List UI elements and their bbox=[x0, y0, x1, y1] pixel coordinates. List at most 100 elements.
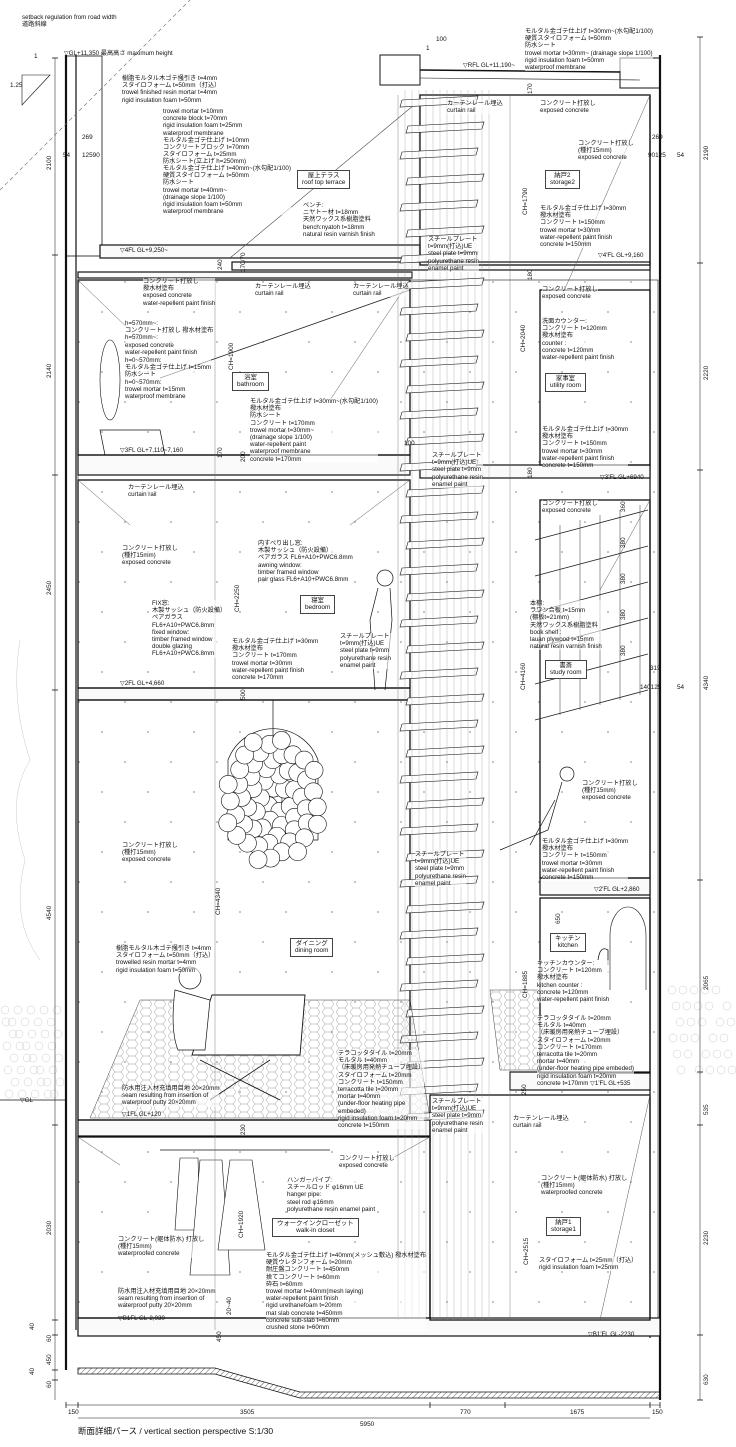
shrub bbox=[686, 1017, 696, 1027]
room-name: 屋上テラス bbox=[307, 172, 340, 179]
dimension-bottom: 150 bbox=[68, 1409, 79, 1416]
room-name: ウォークインクローゼット bbox=[277, 1220, 354, 1227]
annotation-line: h=0~570mm: bbox=[125, 357, 162, 364]
annotation-line: スチールプレート bbox=[432, 1098, 482, 1105]
annotation-line: スタイロフォーム t=50mm（打込） bbox=[122, 82, 221, 90]
annotation-line: 木製サッシュ（防火設備） bbox=[152, 607, 227, 615]
annotation-line: rigid insulation foam t=25mm bbox=[539, 1264, 619, 1272]
annotation-line: t=9mm(打込)UE bbox=[428, 243, 473, 251]
shrub bbox=[694, 1065, 704, 1075]
room-name: roof top terrace bbox=[302, 179, 346, 187]
reclining-person-head bbox=[559, 766, 575, 782]
chandelier-globe bbox=[308, 815, 327, 834]
annotation-line: seam resulting from insertion of bbox=[118, 1295, 205, 1303]
dimension-left: 2140 bbox=[46, 363, 53, 378]
shrub bbox=[30, 1089, 40, 1099]
annotation-line: ハンガーパイプ: bbox=[287, 1177, 332, 1184]
shrub bbox=[705, 1065, 715, 1075]
annotation-line: terracotta tile t=20mm bbox=[537, 1051, 598, 1059]
annotation-line: (種打15mm) bbox=[582, 787, 616, 795]
level-marker-b1: ▽B1FL GL-2,030 bbox=[118, 1315, 165, 1322]
ceiling-3fl bbox=[77, 271, 413, 279]
dimension-left: 60 bbox=[46, 1334, 53, 1342]
dimension-right: 2190 bbox=[703, 145, 710, 160]
chandelier-globe bbox=[218, 813, 238, 833]
annotation-line: trowel mortar t=10mm bbox=[163, 108, 224, 115]
annotation-line: enamel paint bbox=[432, 1126, 468, 1134]
annotation-line: exposed concrete bbox=[122, 856, 171, 864]
annotation-line: bench:nyatoh t=18mm bbox=[303, 223, 365, 231]
annotation-line: exposed concrete bbox=[143, 292, 192, 300]
annotation-line: waterproof membrane bbox=[125, 393, 186, 401]
shelf-board bbox=[534, 689, 649, 721]
shelf-dimension: 360 bbox=[620, 501, 627, 512]
slab-dimension: 650 bbox=[555, 913, 562, 924]
annotation-line: concrete t=150mm bbox=[540, 241, 592, 249]
shrub bbox=[49, 1089, 59, 1099]
annotation-line: 防水シート bbox=[163, 179, 194, 187]
annotation-line: timber framed window bbox=[152, 636, 213, 644]
annotation-line: 内すべり出し窓: bbox=[258, 540, 303, 547]
annotation-line: スタイロフォーム t=20mm bbox=[537, 1036, 611, 1044]
slab-dimension: 450 bbox=[216, 1331, 223, 1342]
annotation-line: スチールロッド φ16mm UE bbox=[287, 1184, 364, 1192]
annotation-line: steel rod φ16mm bbox=[287, 1198, 334, 1206]
shrub bbox=[15, 1041, 25, 1051]
shrub bbox=[708, 1033, 718, 1043]
dimension-wall: 319 bbox=[650, 665, 661, 672]
annotation-line: (種打15mm) bbox=[578, 147, 612, 155]
annotation-line: テラコッタタイル t=20mm bbox=[338, 1050, 412, 1057]
annotation-line: exposed concrete bbox=[122, 559, 171, 567]
shrub bbox=[48, 1065, 58, 1075]
shrub bbox=[9, 1053, 19, 1063]
shrub bbox=[21, 1041, 31, 1051]
bathtub bbox=[99, 429, 166, 456]
shrub bbox=[679, 1033, 689, 1043]
annotation-line: 天然ワックス系樹脂塗料 bbox=[303, 216, 371, 224]
stair-tread bbox=[399, 303, 479, 316]
dimension-wall: 54 bbox=[63, 152, 71, 159]
shrub bbox=[27, 1029, 37, 1039]
dimension-right: 2230 bbox=[703, 1230, 710, 1245]
shrub bbox=[671, 1001, 681, 1011]
annotation-line: 防水シート(立上げ h=250mm) bbox=[163, 158, 247, 166]
annotation-line: concrete t=170mm bbox=[232, 674, 284, 682]
room-name: 家事室 bbox=[555, 375, 576, 382]
annotation-line: waterproof putty 20×20mm bbox=[122, 1099, 196, 1107]
ceiling-height: CH=1920 bbox=[238, 1210, 245, 1238]
annotation-line: concrete block t=70mm bbox=[163, 115, 228, 123]
dimension-slope: 1 bbox=[34, 53, 38, 60]
shrub bbox=[17, 1089, 27, 1099]
dimension-wall: 140125 bbox=[640, 684, 662, 691]
annotation-exposed-4b: コンクリート打放し(種打15mm)exposed concrete bbox=[578, 140, 634, 162]
shrub bbox=[4, 1089, 14, 1099]
annotation-line: natural resin varnish finish bbox=[303, 230, 375, 238]
shrub bbox=[722, 1001, 732, 1011]
annotation-line: curtain rail bbox=[447, 107, 476, 115]
annotation-line: exposed concrete bbox=[540, 107, 589, 115]
annotation-line: concrete t=150mm bbox=[542, 462, 594, 470]
annotation-line: concrete t=170mm bbox=[250, 455, 302, 463]
dimension-left: 2100 bbox=[46, 155, 53, 170]
annotation-line: カーテンレール埋込 bbox=[447, 100, 503, 107]
shrub bbox=[682, 1001, 692, 1011]
stair-tread bbox=[399, 355, 479, 368]
ceiling-height: CH=2515 bbox=[523, 1237, 530, 1265]
standing-person-head bbox=[376, 569, 394, 587]
stair-tread bbox=[399, 719, 479, 732]
annotation-line: water-repellent paint finish bbox=[542, 454, 615, 462]
dimension-slope: 1 bbox=[426, 45, 430, 52]
